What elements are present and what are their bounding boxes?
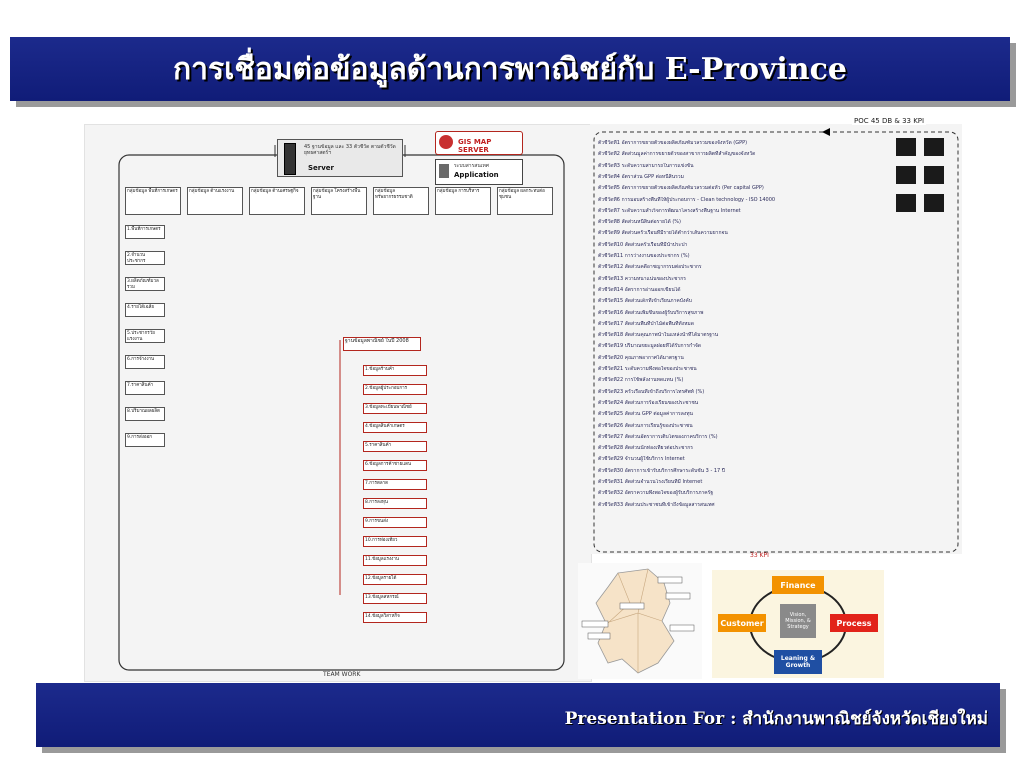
balanced-scorecard-diagram: Finance Customer Process Leaning & Growt…	[712, 570, 884, 678]
kpi-item: ตัวชี้วัดที่3 ระดับความสามารถในการแข่งขั…	[598, 162, 694, 169]
kpi-item: ตัวชี้วัดที่7 ระดับความสำเร็จการพัฒนาโคร…	[598, 207, 741, 214]
slide-title: การเชื่อมต่อข้อมูลด้านการพาณิชย์กับ E-Pr…	[173, 51, 847, 87]
commerce-database-item: 14.ข้อมูลวิสาหกิจ	[363, 612, 427, 623]
commerce-database-item: 7.การตลาด	[363, 479, 427, 490]
data-box: 5.ประชากรวัยแรงงาน	[125, 329, 165, 343]
kpi-thumbnail-6	[924, 194, 944, 212]
kpi-item: ตัวชี้วัดที่9 สัดส่วนครัวเรือนที่มีรายได…	[598, 230, 728, 237]
bsc-learning-growth: Leaning & Growth	[774, 650, 822, 674]
globe-icon	[439, 135, 453, 149]
kpi-item: ตัวชี้วัดที่17 สัดส่วนพื้นที่ป่าไม้ต่อพื…	[598, 320, 694, 327]
commerce-database-item: 1.ข้อมูลร้านค้า	[363, 365, 427, 376]
application-icon	[439, 164, 449, 178]
slide-title-bar: การเชื่อมต่อข้อมูลด้านการพาณิชย์กับ E-Pr…	[10, 37, 1010, 101]
kpi-item: ตัวชี้วัดที่31 สัดส่วนจำนวนโรงเรียนที่มี…	[598, 479, 703, 485]
province-map-thumbnail	[578, 563, 702, 679]
data-group-box: กลุ่มข้อมูล การบริหาร	[435, 187, 491, 215]
kpi-item: ตัวชี้วัดที่20 คุณภาพอากาศได้มาตรฐาน	[598, 354, 684, 361]
kpi-item: ตัวชี้วัดที่2 สัดส่วนมูลค่าการขยายตัวของ…	[598, 151, 756, 158]
application-label: Application	[454, 171, 499, 179]
kpi-item: ตัวชี้วัดที่16 สัดส่วนเพิ่มขึ้นของผู้รับ…	[598, 309, 704, 316]
central-database-box: ฐานข้อมูลพาณิชย์ ในปี 2008	[343, 337, 421, 351]
commerce-database-item: 10.การท่องเที่ยว	[363, 536, 427, 547]
data-group-box: กลุ่มข้อมูล ด้านแรงงาน	[187, 187, 243, 215]
server-caption: 45 ฐานข้อมูล และ 33 ตัวชี้วัด ตามตัวชี้ว…	[304, 144, 396, 156]
data-group-box: กลุ่มข้อมูล ด้านเศรษฐกิจ	[249, 187, 305, 215]
province-map-shape	[581, 568, 695, 674]
kpi-item: ตัวชี้วัดที่22 การใช้พลังงานทดแทน (%)	[598, 377, 684, 384]
data-box: 7.ราคาสินค้า	[125, 381, 165, 395]
kpi-header: POC 45 DB & 33 KPI	[852, 117, 927, 125]
kpi-item: ตัวชี้วัดที่29 จำนวนผู้ใช้บริการ Interne…	[598, 456, 685, 463]
commerce-database-item: 5.ราคาสินค้า	[363, 441, 427, 452]
kpi-item: ตัวชี้วัดที่19 ปริมาณขยะมูลฝอยที่ได้รับก…	[598, 343, 702, 350]
application-caption: ระบบสารสนเทศ	[454, 163, 489, 169]
kpi-item: ตัวชี้วัดที่8 สัดส่วนหนี้สินต่อรายได้ (%…	[598, 219, 682, 226]
kpi-item: ตัวชี้วัดที่14 อัตราการอ่านออกเขียนได้	[598, 286, 681, 293]
data-box: 1.พื้นที่การเกษตร	[125, 225, 165, 239]
kpi-item: ตัวชี้วัดที่23 ครัวเรือนที่เข้าถึงบริการ…	[598, 388, 705, 395]
kpi-item: ตัวชี้วัดที่30 อัตราการเข้ารับบริการศึกษ…	[598, 467, 725, 474]
kpi-item: ตัวชี้วัดที่25 สัดส่วน GPP ต่อมูลค่าการล…	[598, 411, 693, 418]
data-box: 8.ปริมาณผลผลิต	[125, 407, 165, 421]
data-group-box: กลุ่มข้อมูล ทรัพยากรธรรมชาติ	[373, 187, 429, 215]
data-box: 6.การจ้างงาน	[125, 355, 165, 369]
kpi-thumbnail-3	[896, 166, 916, 184]
commerce-database-item: 4.ข้อมูลสินค้าเกษตร	[363, 422, 427, 433]
kpi-panel: POC 45 DB & 33 KPI ตัวชี้วัดที่1 อัตรากา…	[590, 117, 962, 559]
data-box: 4.รายได้เฉลี่ย	[125, 303, 165, 317]
kpi-item: ตัวชี้วัดที่11 การว่างงานของประชากร (%)	[598, 253, 690, 259]
kpi-item: ตัวชี้วัดที่32 อัตราความพึงพอใจของผู้รับ…	[598, 490, 714, 497]
bsc-process: Process	[830, 614, 878, 632]
kpi-item: ตัวชี้วัดที่15 สัดส่วนเด็กที่เข้าเรียนภา…	[598, 298, 692, 305]
architecture-diagram: 45 ฐานข้อมูล และ 33 ตัวชี้วัด ตามตัวชี้ว…	[84, 124, 592, 682]
kpi-item: ตัวชี้วัดที่1 อัตราการขยายตัวของผลิตภัณฑ…	[598, 140, 748, 146]
kpi-item: ตัวชี้วัดที่21 ระดับความพึงพอใจของประชาช…	[598, 366, 697, 372]
kpi-item: ตัวชี้วัดที่10 สัดส่วนครัวเรือนที่มีน้ำป…	[598, 241, 688, 248]
kpi-item: ตัวชี้วัดที่24 สัดส่วนการร้องเรียนของประ…	[598, 399, 699, 406]
server-box: 45 ฐานข้อมูล และ 33 ตัวชี้วัด ตามตัวชี้ว…	[277, 139, 403, 177]
kpi-item: ตัวชี้วัดที่26 สัดส่วนการเรียนรู้ของประช…	[598, 422, 693, 429]
bsc-customer: Customer	[718, 614, 766, 632]
commerce-database-item: 2.ข้อมูลผู้ประกอบการ	[363, 384, 427, 395]
kpi-item: ตัวชี้วัดที่28 สัดส่วนนักท่องเที่ยวต่อปร…	[598, 445, 693, 452]
bsc-finance: Finance	[772, 576, 824, 594]
team-work-label: TEAM WORK	[323, 671, 361, 678]
kpi-item: ตัวชี้วัดที่27 สัดส่วนอัตราการเติบโตของภ…	[598, 433, 718, 440]
kpi-item: ตัวชี้วัดที่12 สัดส่วนคดีอาชญากรรมต่อประ…	[598, 264, 702, 271]
data-box: 2.จำนวนประชากร	[125, 251, 165, 265]
kpi-count-label: 33 KPI	[750, 552, 769, 559]
gis-map-server: GIS MAP SERVER	[435, 131, 523, 155]
commerce-database-item: 13.ข้อมูลสหกรณ์	[363, 593, 427, 604]
commerce-database-item: 3.ข้อมูลทะเบียนพาณิชย์	[363, 403, 427, 414]
server-icon	[284, 143, 296, 175]
commerce-database-item: 8.การลงทุน	[363, 498, 427, 509]
kpi-thumbnail-5	[896, 194, 916, 212]
kpi-item: ตัวชี้วัดที่4 อัตราส่วน GPP ต่อหนี้สินรว…	[598, 173, 684, 180]
kpi-thumbnail-2	[924, 138, 944, 156]
slide-footer-bar: Presentation For : สำนักงานพาณิชย์จังหวั…	[36, 683, 1000, 747]
gis-label: GIS MAP SERVER	[458, 138, 492, 154]
commerce-database-item: 11.ข้อมูลแรงงาน	[363, 555, 427, 566]
kpi-frame	[593, 128, 959, 553]
data-group-box: กลุ่มข้อมูล พื้นที่การเกษตร	[125, 187, 181, 215]
data-box: 3.ผลิตภัณฑ์มวลรวม	[125, 277, 165, 291]
kpi-thumbnail-4	[924, 166, 944, 184]
data-group-box: กลุ่มข้อมูล โครงสร้างพื้นฐาน	[311, 187, 367, 215]
application-box: ระบบสารสนเทศ Application	[435, 159, 523, 185]
bsc-vision-mission: Vision, Mission, & Strategy	[780, 604, 816, 638]
kpi-item: ตัวชี้วัดที่13 ความหนาแน่นของประชากร	[598, 275, 686, 282]
data-box: 9.การส่งออก	[125, 433, 165, 447]
data-group-box: กลุ่มข้อมูล ผลกระทบต่อชุมชน	[497, 187, 553, 215]
kpi-item: ตัวชี้วัดที่6 การมอบสร้างพื้นที่ให้ผู้ปร…	[598, 196, 776, 203]
kpi-item: ตัวชี้วัดที่18 สัดส่วนคุณภาพน้ำในแหล่งน้…	[598, 332, 719, 339]
commerce-database-item: 9.การขนส่ง	[363, 517, 427, 528]
kpi-thumbnail-1	[896, 138, 916, 156]
server-label: Server	[308, 164, 335, 172]
commerce-database-item: 12.ข้อมูลรายได้	[363, 574, 427, 585]
commerce-database-item: 6.ข้อมูลการค้าชายแดน	[363, 460, 427, 471]
kpi-item: ตัวชี้วัดที่33 สัดส่วนประชาชนที่เข้าถึงข…	[598, 501, 715, 508]
presentation-for-label: Presentation For : สำนักงานพาณิชย์จังหวั…	[564, 709, 988, 729]
kpi-item: ตัวชี้วัดที่5 อัตราการขยายตัวของผลิตภัณฑ…	[598, 185, 764, 192]
